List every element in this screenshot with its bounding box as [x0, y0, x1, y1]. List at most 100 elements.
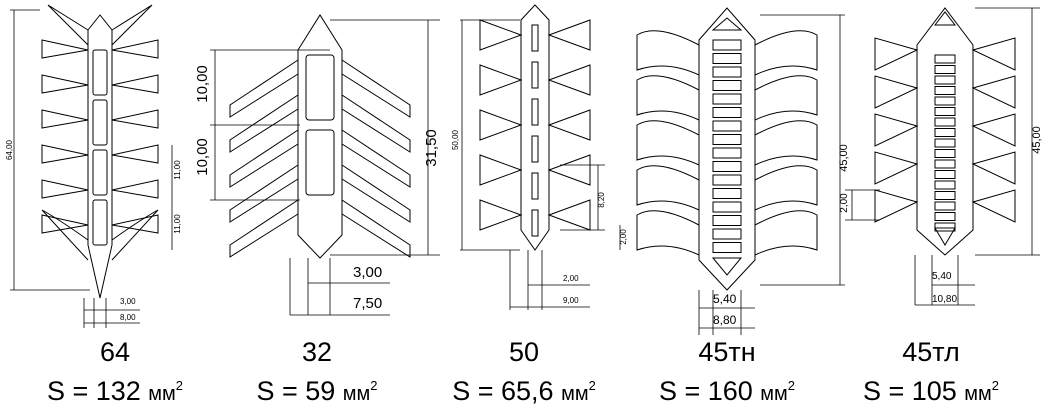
dim-64-core: 3,00 [120, 297, 136, 306]
profile-45tn-core [698, 7, 756, 291]
profile-45tn-slot [712, 242, 742, 253]
profile-45tl-fin-left [874, 189, 919, 223]
profile-50-slot [531, 61, 539, 89]
profile-45tn-top-triangle [711, 17, 743, 31]
profile-45tn-slot [712, 107, 742, 118]
profile-64-fin-left [41, 74, 89, 94]
profile-45tl-slot [934, 180, 956, 190]
profile-45tl-slot [934, 159, 956, 169]
dim-50-height: 50,00 [451, 129, 460, 150]
profile-45tl-slot [934, 149, 956, 158]
profile-64-fin-left [41, 39, 89, 59]
profile-50-fin-left [479, 109, 523, 141]
profile-64-top-fin-left [47, 4, 89, 46]
profile-45tn-slot [712, 134, 742, 145]
profile-50-slot [531, 172, 539, 200]
dim-64-step-a: 11,00 [173, 160, 182, 180]
dim-50-pitch: 8,20 [597, 192, 606, 208]
profile-45tl-core [916, 7, 974, 256]
profile-64-fin-left [41, 109, 89, 129]
profile-45tl-fin-left [874, 113, 919, 147]
profile-32-core [297, 14, 343, 259]
profile-45tl-slot [934, 96, 956, 106]
profile-45tl-fin-right [971, 151, 1016, 185]
profile-45tn-fin-left [636, 75, 700, 121]
profile-50-fin-left [479, 64, 523, 96]
profile-45tn-slot [712, 215, 742, 226]
profile-45tn-slot [712, 53, 742, 64]
profile-45tl-top-triangle [933, 11, 957, 26]
profile-64-bottom-right [111, 209, 159, 261]
profile-64-slot [92, 149, 108, 196]
profile-45tl-slot [934, 138, 956, 148]
profile-45tl-slot [934, 75, 956, 85]
profile-64-fin-right [111, 39, 159, 59]
profile-45tn-slot [712, 120, 742, 132]
profile-45tl-slot [934, 128, 956, 137]
profile-45tl-slot [934, 191, 956, 200]
profile-45tl-fin-right [971, 189, 1016, 223]
profile-32-fin-left [229, 199, 299, 258]
profile-45tn-slot [712, 174, 742, 186]
profile-50-fin-left [479, 199, 523, 231]
profile-45tl-fin-left [874, 151, 919, 185]
profile-45tn-slot [712, 147, 742, 159]
profile-45tl-slot [934, 170, 956, 179]
dim-64-step-b: 11,00 [173, 214, 182, 234]
dim-45tl-width: 10,80 [932, 294, 957, 305]
profile-45tn-fin-right [754, 120, 818, 166]
section-area-50: S = 65,6 мм2 [452, 376, 596, 406]
profile-45tl-slot [934, 222, 956, 232]
profile-32-fin-left [229, 164, 299, 223]
profile-64-fin-right [111, 74, 159, 94]
profile-45tl-fin-right [971, 75, 1016, 109]
profile-64-fin-right [111, 179, 159, 199]
profile-50-slot [531, 209, 539, 237]
profile-45tn-slot [712, 80, 742, 91]
dim-45tn-width: 8,80 [713, 313, 737, 327]
profile-45tn-fin-left [636, 120, 700, 166]
profile-32-fin-left [229, 129, 299, 188]
profile-50-fin-right [547, 199, 591, 231]
profile-32-fin-right [341, 59, 411, 118]
profile-45tn-slot [712, 39, 742, 51]
profile-45tn-slot [712, 201, 742, 213]
profile-64-top-fin-right [111, 4, 153, 46]
profile-32-slot [305, 54, 335, 121]
profile-45tn-fin-left [636, 210, 700, 256]
profile-45tl-fin-left [874, 75, 919, 109]
caption-50: 50 S = 65,6 мм2 [409, 336, 639, 412]
profile-45tn-slot [712, 66, 742, 78]
caption-64: 64 S = 132 мм2 [0, 336, 230, 412]
profile-50-slot [531, 98, 539, 126]
profile-45tn-slot [712, 188, 742, 199]
profile-45tn-fin-right [754, 30, 818, 76]
profile-45tl-fin-right [971, 37, 1016, 71]
profile-32-slot [305, 129, 335, 196]
dim-50-gap: 2,00 [619, 229, 628, 245]
profile-50-core [520, 4, 550, 251]
profile-45tl-slot [934, 212, 956, 221]
profile-45tn-fin-right [754, 210, 818, 256]
profile-64-bottom-left [41, 209, 89, 261]
section-area-45tn: S = 160 мм2 [658, 376, 796, 406]
section-name-50: 50 [508, 337, 540, 367]
dim-64-width: 8,00 [120, 313, 136, 322]
profile-32-fin-right [341, 94, 411, 153]
section-name-45tn: 45тн [698, 337, 756, 367]
profile-45tl-slot [934, 86, 956, 95]
profile-64-slot [92, 99, 108, 146]
profile-45tl-slot [934, 117, 956, 127]
dim-32-step-a: 10,00 [194, 65, 211, 103]
profile-64-slot [92, 199, 108, 246]
profile-64-slot [92, 49, 108, 96]
dim-32-width: 7,50 [353, 295, 382, 312]
dim-64-height: 64,00 [5, 139, 14, 160]
profile-32-fin-right [341, 199, 411, 258]
profile-45tl-fin-left [874, 37, 919, 71]
profile-32-fin-right [341, 129, 411, 188]
dim-45tn-core: 5,40 [713, 292, 737, 306]
profile-64-core [87, 14, 113, 299]
profile-50-fin-right [547, 154, 591, 186]
profile-45tl-slot [934, 107, 956, 116]
